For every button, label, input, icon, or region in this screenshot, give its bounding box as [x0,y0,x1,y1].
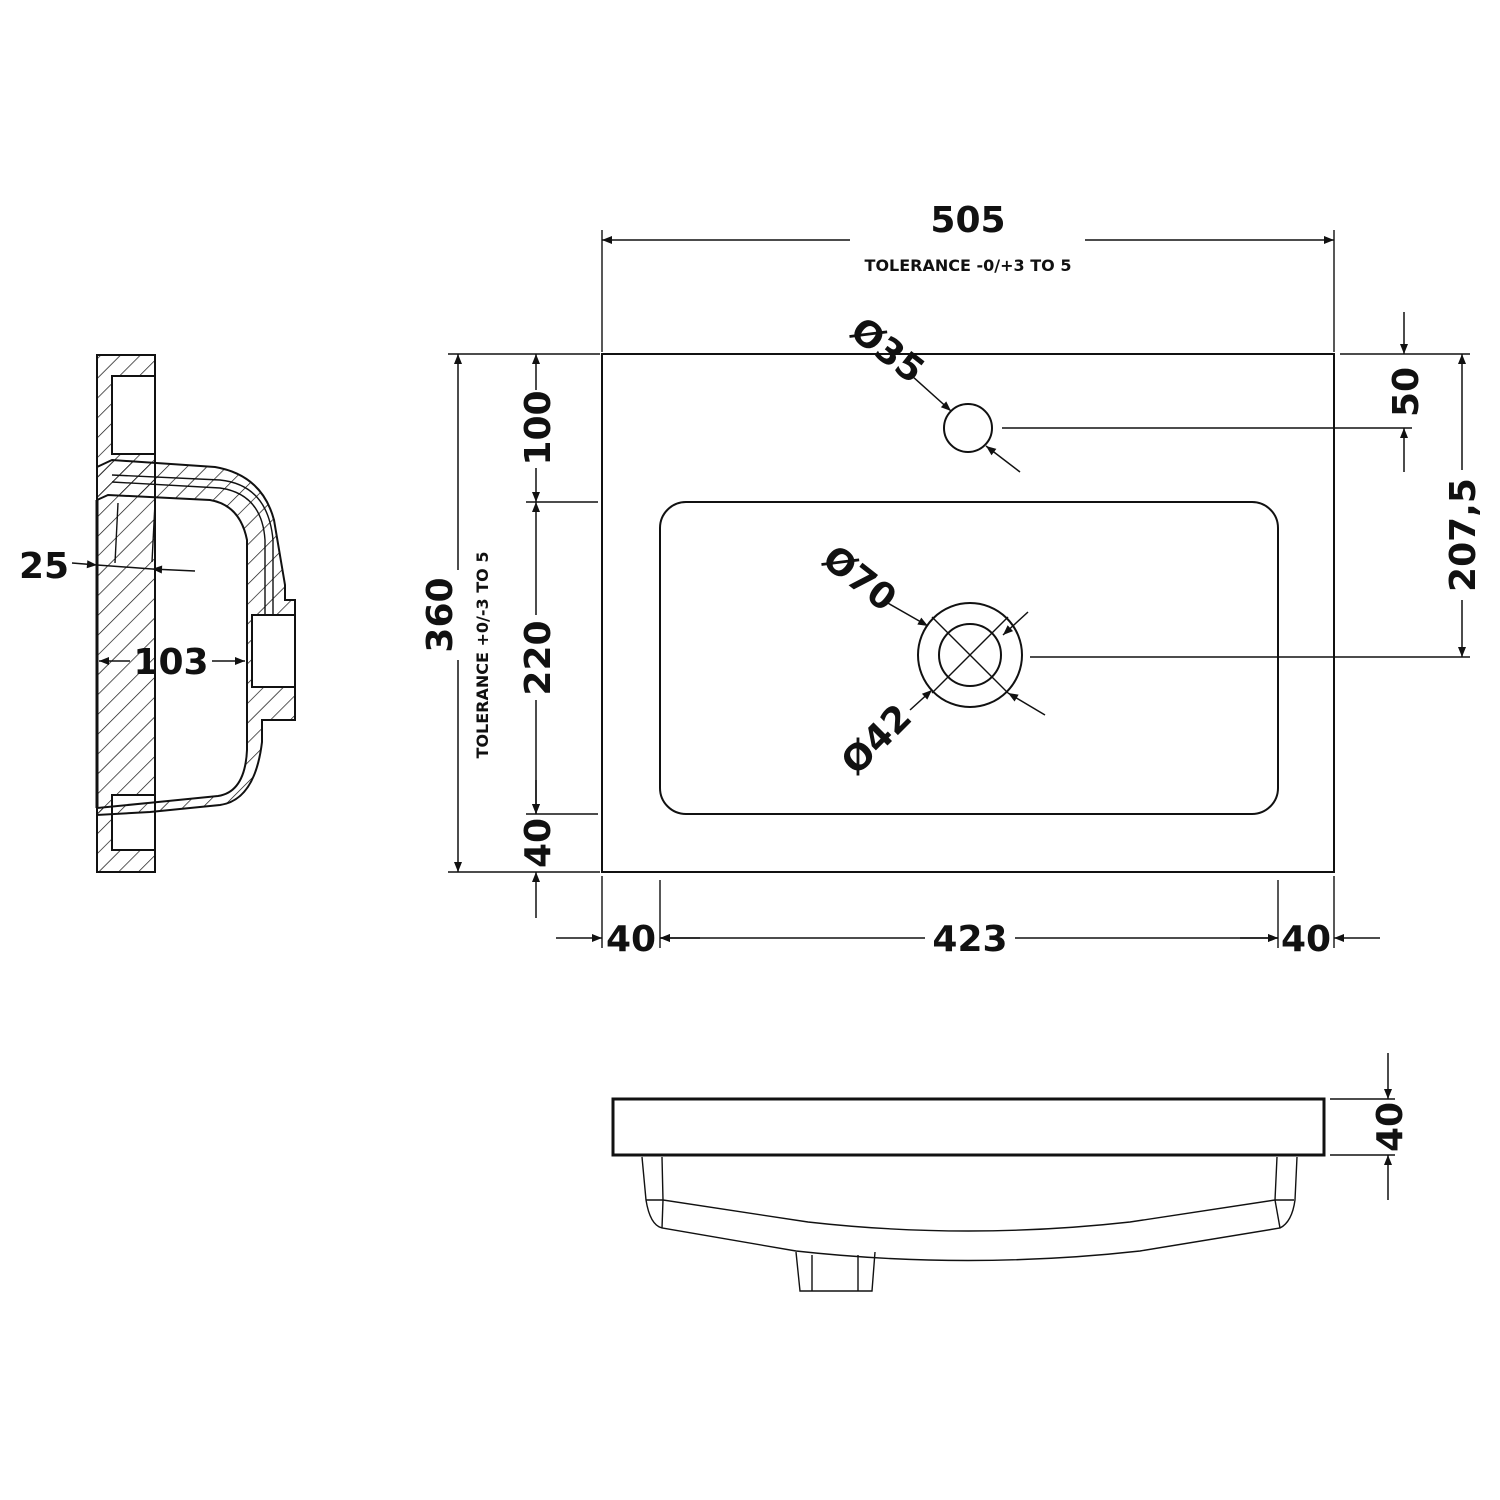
width-label: 505 [930,200,1005,241]
front-view: 40 [611,1053,1411,1292]
waste-inner-diameter-label: Ø42 [834,697,920,783]
basin-width-label: 423 [932,919,1007,960]
tap-hole-diameter-label: Ø35 [843,310,932,392]
basin-outline [601,353,1335,873]
width-tolerance-label: TOLERANCE -0/+3 TO 5 [865,256,1072,275]
tap-hole [943,403,993,453]
bowl-outline [659,501,1279,815]
depth-label: 360 [420,577,461,652]
basin-length-label: 220 [518,620,559,695]
waste-inner [938,623,1002,687]
waste-offset-label: 207,5 [1443,478,1484,592]
tap-offset-label: 50 [1386,367,1427,417]
top-view: Ø35 Ø70 Ø42 505 TOLERANCE -0/+3 TO 5 50 … [420,200,1484,960]
right-margin-label: 40 [1281,919,1331,960]
side-section: 25 103 [19,354,296,873]
waste-outer [917,602,1023,708]
deck-thickness-label: 40 [1370,1102,1411,1152]
left-margin-label: 40 [606,919,656,960]
bowl-depth-label: 103 [133,642,208,683]
depth-tolerance-label: TOLERANCE +0/-3 TO 5 [473,552,492,759]
rim-thickness-label: 25 [19,546,69,587]
front-margin-label: 40 [518,818,559,868]
waste-outer-diameter-label: Ø70 [815,538,904,620]
rear-margin-label: 100 [518,390,559,465]
